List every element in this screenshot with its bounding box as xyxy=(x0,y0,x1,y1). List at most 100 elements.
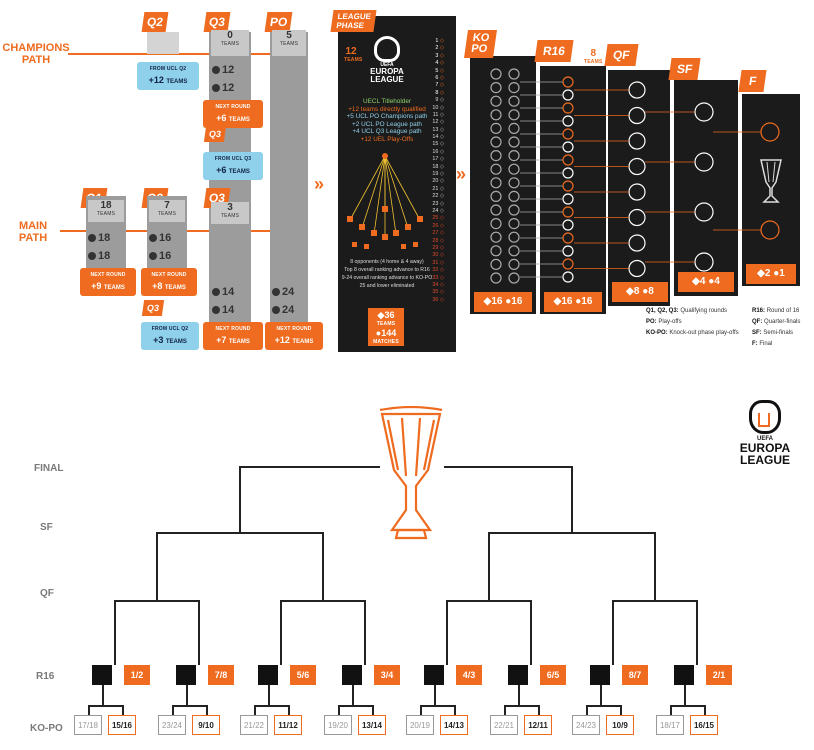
q3-column xyxy=(209,32,251,332)
shield-icon: ◇ xyxy=(438,38,444,44)
knockout-bracket-graphic xyxy=(490,68,780,284)
league-note: 25 and lower eliminated xyxy=(359,283,415,289)
r16-slot xyxy=(562,245,574,257)
bracket-line xyxy=(488,532,490,600)
sf-slot xyxy=(694,102,714,122)
shield-icon: ◆ xyxy=(553,296,562,307)
rank-number: 25 xyxy=(432,215,439,222)
r16-slot xyxy=(562,89,574,101)
qf-slot xyxy=(628,106,646,125)
bracket-line xyxy=(322,532,324,600)
r16-home-slot xyxy=(258,665,278,685)
rank-row: 29 ◇ xyxy=(424,245,444,252)
shield-icon: ◆ xyxy=(377,310,385,320)
league-notes: 8 opponents (4 home & 4 away) Top 8 over… xyxy=(340,258,434,290)
kopo-slot: 18/17 xyxy=(656,715,684,735)
bracket-line xyxy=(684,685,686,705)
rank-row: 2 ◇ xyxy=(424,45,444,52)
rank-number: 28 xyxy=(432,237,439,244)
shield-icon: ◇ xyxy=(438,171,444,178)
kopo-slot xyxy=(490,272,502,284)
kopo-slot: 19/20 xyxy=(324,715,352,735)
stat-q2-matches: 16 xyxy=(149,250,171,262)
kopo-slot xyxy=(508,68,520,80)
small-trophy-icon xyxy=(760,159,782,203)
bracket-line xyxy=(198,600,200,665)
bracket-line xyxy=(670,705,672,715)
bracket-line xyxy=(172,705,174,715)
stat-q1-teams: 18 xyxy=(88,232,110,244)
composition-line: +12 teams directly qualified xyxy=(348,105,426,113)
kopo-slot: 16/15 xyxy=(690,715,718,735)
pill-next-round-po: NEXT ROUND +12 TEAMS xyxy=(265,322,323,350)
uel-logo-icon xyxy=(749,400,781,434)
ball-icon xyxy=(88,252,96,261)
q2-count: 7 TEAMS xyxy=(149,200,185,222)
ball-icon: ● xyxy=(375,328,382,338)
qf-slot xyxy=(628,208,646,227)
bracket-line xyxy=(704,705,706,715)
bracket-line xyxy=(172,705,206,707)
rank-number: 17 xyxy=(432,156,439,163)
kopo-slot xyxy=(508,190,520,202)
qf-slot xyxy=(628,183,646,201)
bracket-line xyxy=(504,705,538,707)
bracket-line xyxy=(122,705,124,715)
champions-path-line xyxy=(68,53,308,55)
r16-slot xyxy=(562,258,574,270)
rank-number: 10 xyxy=(432,104,439,111)
sf-slot xyxy=(694,202,714,222)
legend-item: PO: Play-offs xyxy=(646,319,682,325)
kopo-slot xyxy=(508,231,520,243)
rank-row: 20 ◇ xyxy=(424,178,444,185)
shield-icon: ◇ xyxy=(438,178,444,185)
rank-row: 13 ◇ xyxy=(424,127,444,134)
rank-row: 7 ◇ xyxy=(424,82,444,89)
bracket-line xyxy=(239,466,241,532)
round-label-qf: QF xyxy=(40,588,54,599)
r16-slot xyxy=(562,102,574,114)
shield-icon: ◇ xyxy=(438,215,444,222)
rank-number: 32 xyxy=(432,267,439,274)
r16-home-slot xyxy=(508,665,528,685)
r16-home-slot xyxy=(342,665,362,685)
round-label-r16: R16 xyxy=(36,671,55,682)
rank-number: 1 xyxy=(435,38,439,44)
shield-icon: ◇ xyxy=(438,193,444,200)
rank-number: 3 xyxy=(435,52,439,59)
shield-icon xyxy=(212,66,220,75)
qf-slot xyxy=(628,259,646,278)
rank-row: 32 ◇ xyxy=(424,267,444,274)
rank-row: 23 ◇ xyxy=(424,201,444,208)
final-footer: ◆2 ●1 xyxy=(746,264,796,284)
pill-next-round-q1: NEXT ROUND +9 TEAMS xyxy=(80,268,136,296)
bracket-line xyxy=(88,705,90,715)
ball-icon: ● xyxy=(642,286,649,297)
kopo-slot: 23/24 xyxy=(158,715,186,735)
rank-row: 14 ◇ xyxy=(424,134,444,141)
bracket-line xyxy=(156,532,158,600)
rank-number: 23 xyxy=(432,200,439,207)
stat-po-matches: 24 xyxy=(272,304,294,316)
bracket-line xyxy=(612,600,614,665)
shield-icon: ◇ xyxy=(438,60,444,67)
shield-icon: ◇ xyxy=(438,230,444,237)
kopo-slot xyxy=(490,163,502,175)
r16-footer: ◆16 ●16 xyxy=(544,292,602,312)
rank-row: 21 ◇ xyxy=(424,186,444,193)
r16-slot xyxy=(562,271,574,283)
sf-panel xyxy=(674,80,738,296)
rank-row: 34 ◇ xyxy=(424,282,444,289)
arrow-to-knockout-icon: » xyxy=(456,164,467,184)
shield-icon: ◇ xyxy=(438,67,444,74)
bracket-line xyxy=(254,705,288,707)
ball-icon xyxy=(212,84,220,93)
composition-line: +4 UCL Q3 League path xyxy=(352,128,422,136)
r16-seed-slot: 6/5 xyxy=(540,665,566,685)
r16-slot xyxy=(562,167,574,179)
shield-icon: ◇ xyxy=(438,185,444,192)
kopo-slot xyxy=(508,109,520,121)
stat-q3-ch-teams: 12 xyxy=(212,64,234,76)
r16-slot xyxy=(562,141,574,153)
rank-row: 18 ◇ xyxy=(424,164,444,171)
